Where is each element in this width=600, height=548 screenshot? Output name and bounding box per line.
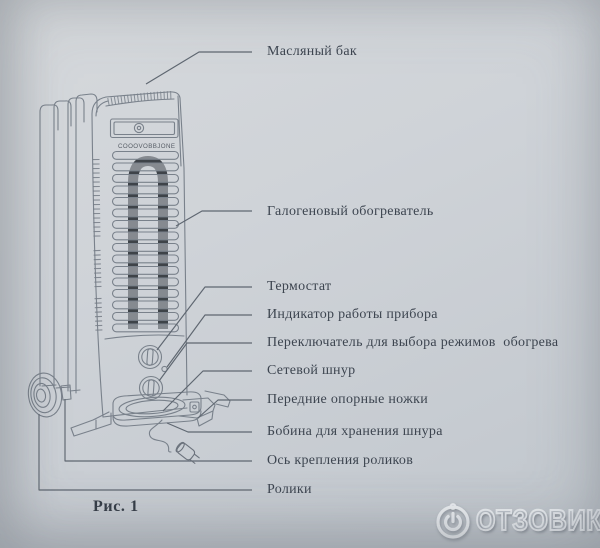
- label-roller-axle: Ось крепления роликов: [267, 453, 414, 468]
- label-rollers: Ролики: [267, 482, 312, 497]
- label-indicator: Индикатор работы прибора: [267, 307, 438, 322]
- brand-text: COOOVOBBJONE: [118, 143, 175, 150]
- label-mode-switch: Переключатель для выбора режимов обогрев…: [267, 335, 559, 350]
- label-front-legs: Передние опорные ножки: [267, 392, 428, 407]
- side-vents: [92, 158, 103, 335]
- roller-wheel: [27, 372, 63, 418]
- mode-switch-knob: [138, 375, 164, 401]
- support-legs: [70, 390, 231, 437]
- logo-panel: [109, 118, 179, 139]
- watermark-text: ОТЗОВИК: [475, 504, 600, 538]
- roller-axle-part: [60, 384, 72, 401]
- label-halogen-heater: Галогеновый обогреватель: [267, 204, 434, 219]
- power-cord-line: [148, 419, 172, 453]
- base-and-spool: [112, 391, 202, 427]
- thermostat-knob: [137, 344, 163, 370]
- label-thermostat: Термостат: [267, 279, 332, 294]
- label-oil-tank: Масляный бак: [267, 44, 357, 59]
- power-button-icon: [436, 503, 470, 539]
- leader-lines: [38, 51, 252, 491]
- front-column: [91, 91, 188, 418]
- label-power-cord: Сетевой шнур: [267, 363, 356, 378]
- indicator-light: [161, 365, 168, 373]
- power-plug: [175, 441, 200, 464]
- figure-caption: Рис. 1: [93, 498, 139, 515]
- label-cord-spool: Бобина для хранения шнура: [267, 424, 443, 439]
- front-grille: [111, 150, 180, 333]
- watermark: ОТЗОВИК: [430, 498, 600, 544]
- radiator-fins: [39, 93, 98, 394]
